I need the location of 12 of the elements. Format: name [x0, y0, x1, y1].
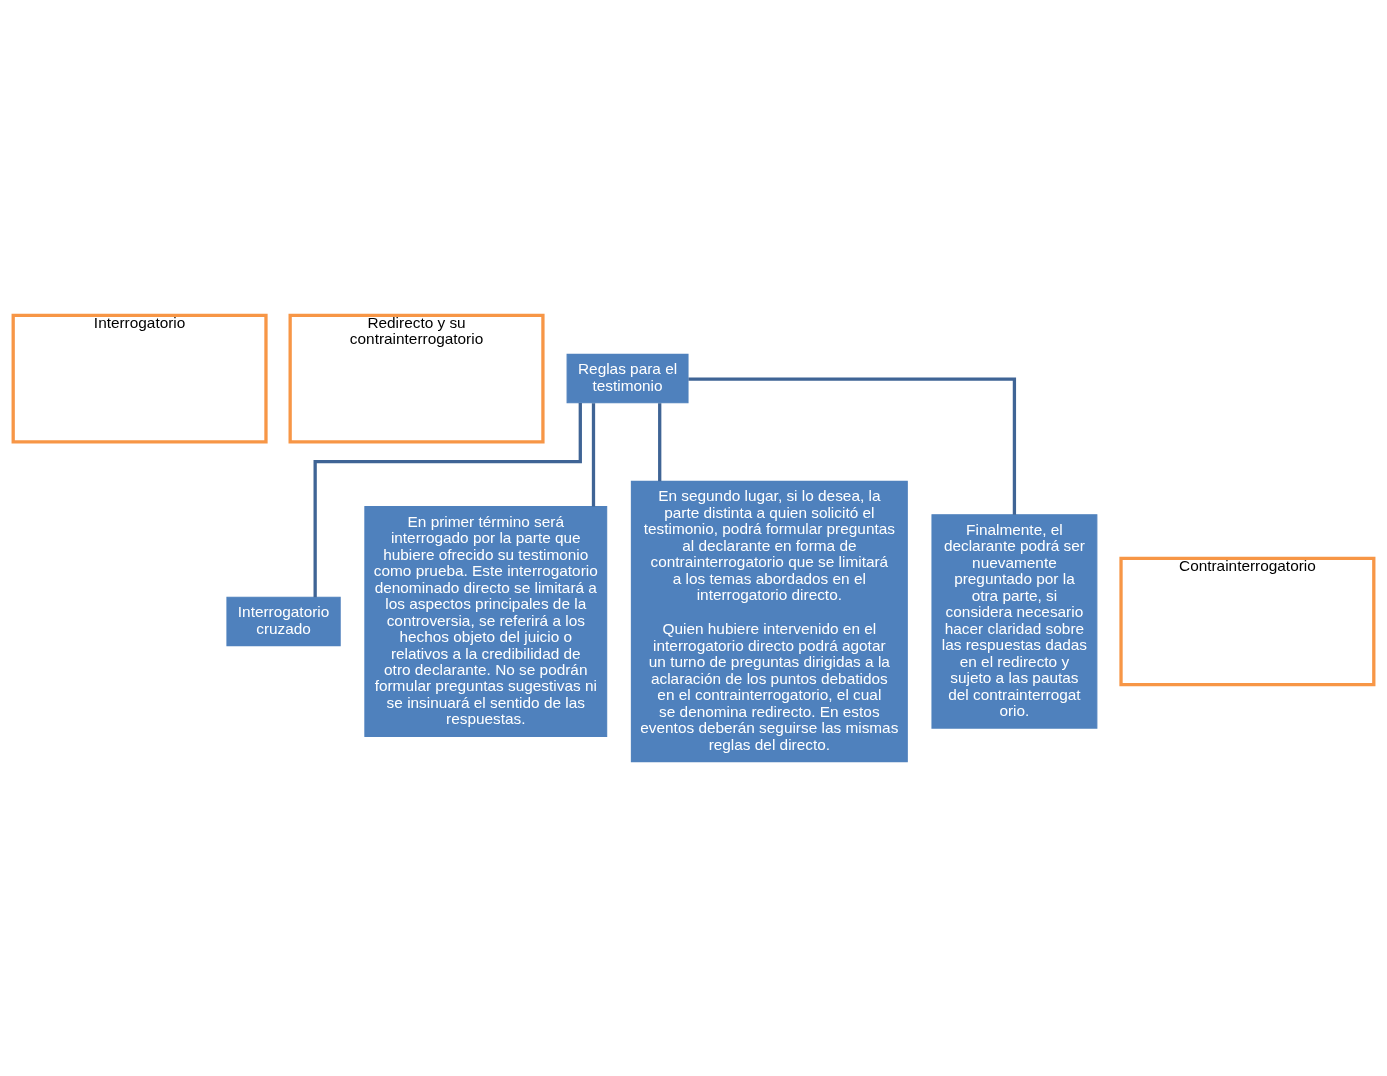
connector [658, 402, 662, 481]
node-box: En primer término será interrogado por la parte que hubiere ofrecido su testimonio como prueba. Este interrogatorio denominado directo se limitará a los aspectos principales de la controversia, se referirá a los hechos objeto del juicio o relativos a la credibilidad de otro declarante. No se podrán formular preguntas sugestivas ni se insinuará el sentido de las respuestas. [364, 505, 608, 737]
node-box: En segundo lugar, si lo desea, la parte distinta a quien solicitó el testimonio, podrá formular preguntas al declarante en forma de contrainterrogatorio que se limitará a los temas abordados en el interrogatorio directo. Quien hubiere intervenido en el interrogatorio directo podrá agotar un turno de preguntas dirigidas a la aclaración de los puntos debatidos en el contrainterrogatorio, el cual se denomina redirecto. En estos eventos deberán seguirse las mismas reglas del directo. [630, 480, 908, 762]
node-box: Redirecto y su contrainterrogatorio [288, 313, 545, 443]
connector [313, 402, 582, 597]
connector [688, 377, 1017, 515]
node-box: Reglas para el testimonio [566, 353, 689, 403]
connector [591, 402, 596, 507]
node-box: Finalmente, el declarante podrá ser nuevamente preguntado por la otra parte, si considera necesario hacer claridad sobre las respuestas dadas en el redirecto y sujeto a las pautas del contrainterrogatorio. [931, 513, 1098, 729]
node-box: Interrogatorio [11, 313, 268, 443]
node-box: Interrogatorio cruzado [226, 596, 341, 646]
node-box: Contrainterrogatorio [1119, 556, 1376, 686]
